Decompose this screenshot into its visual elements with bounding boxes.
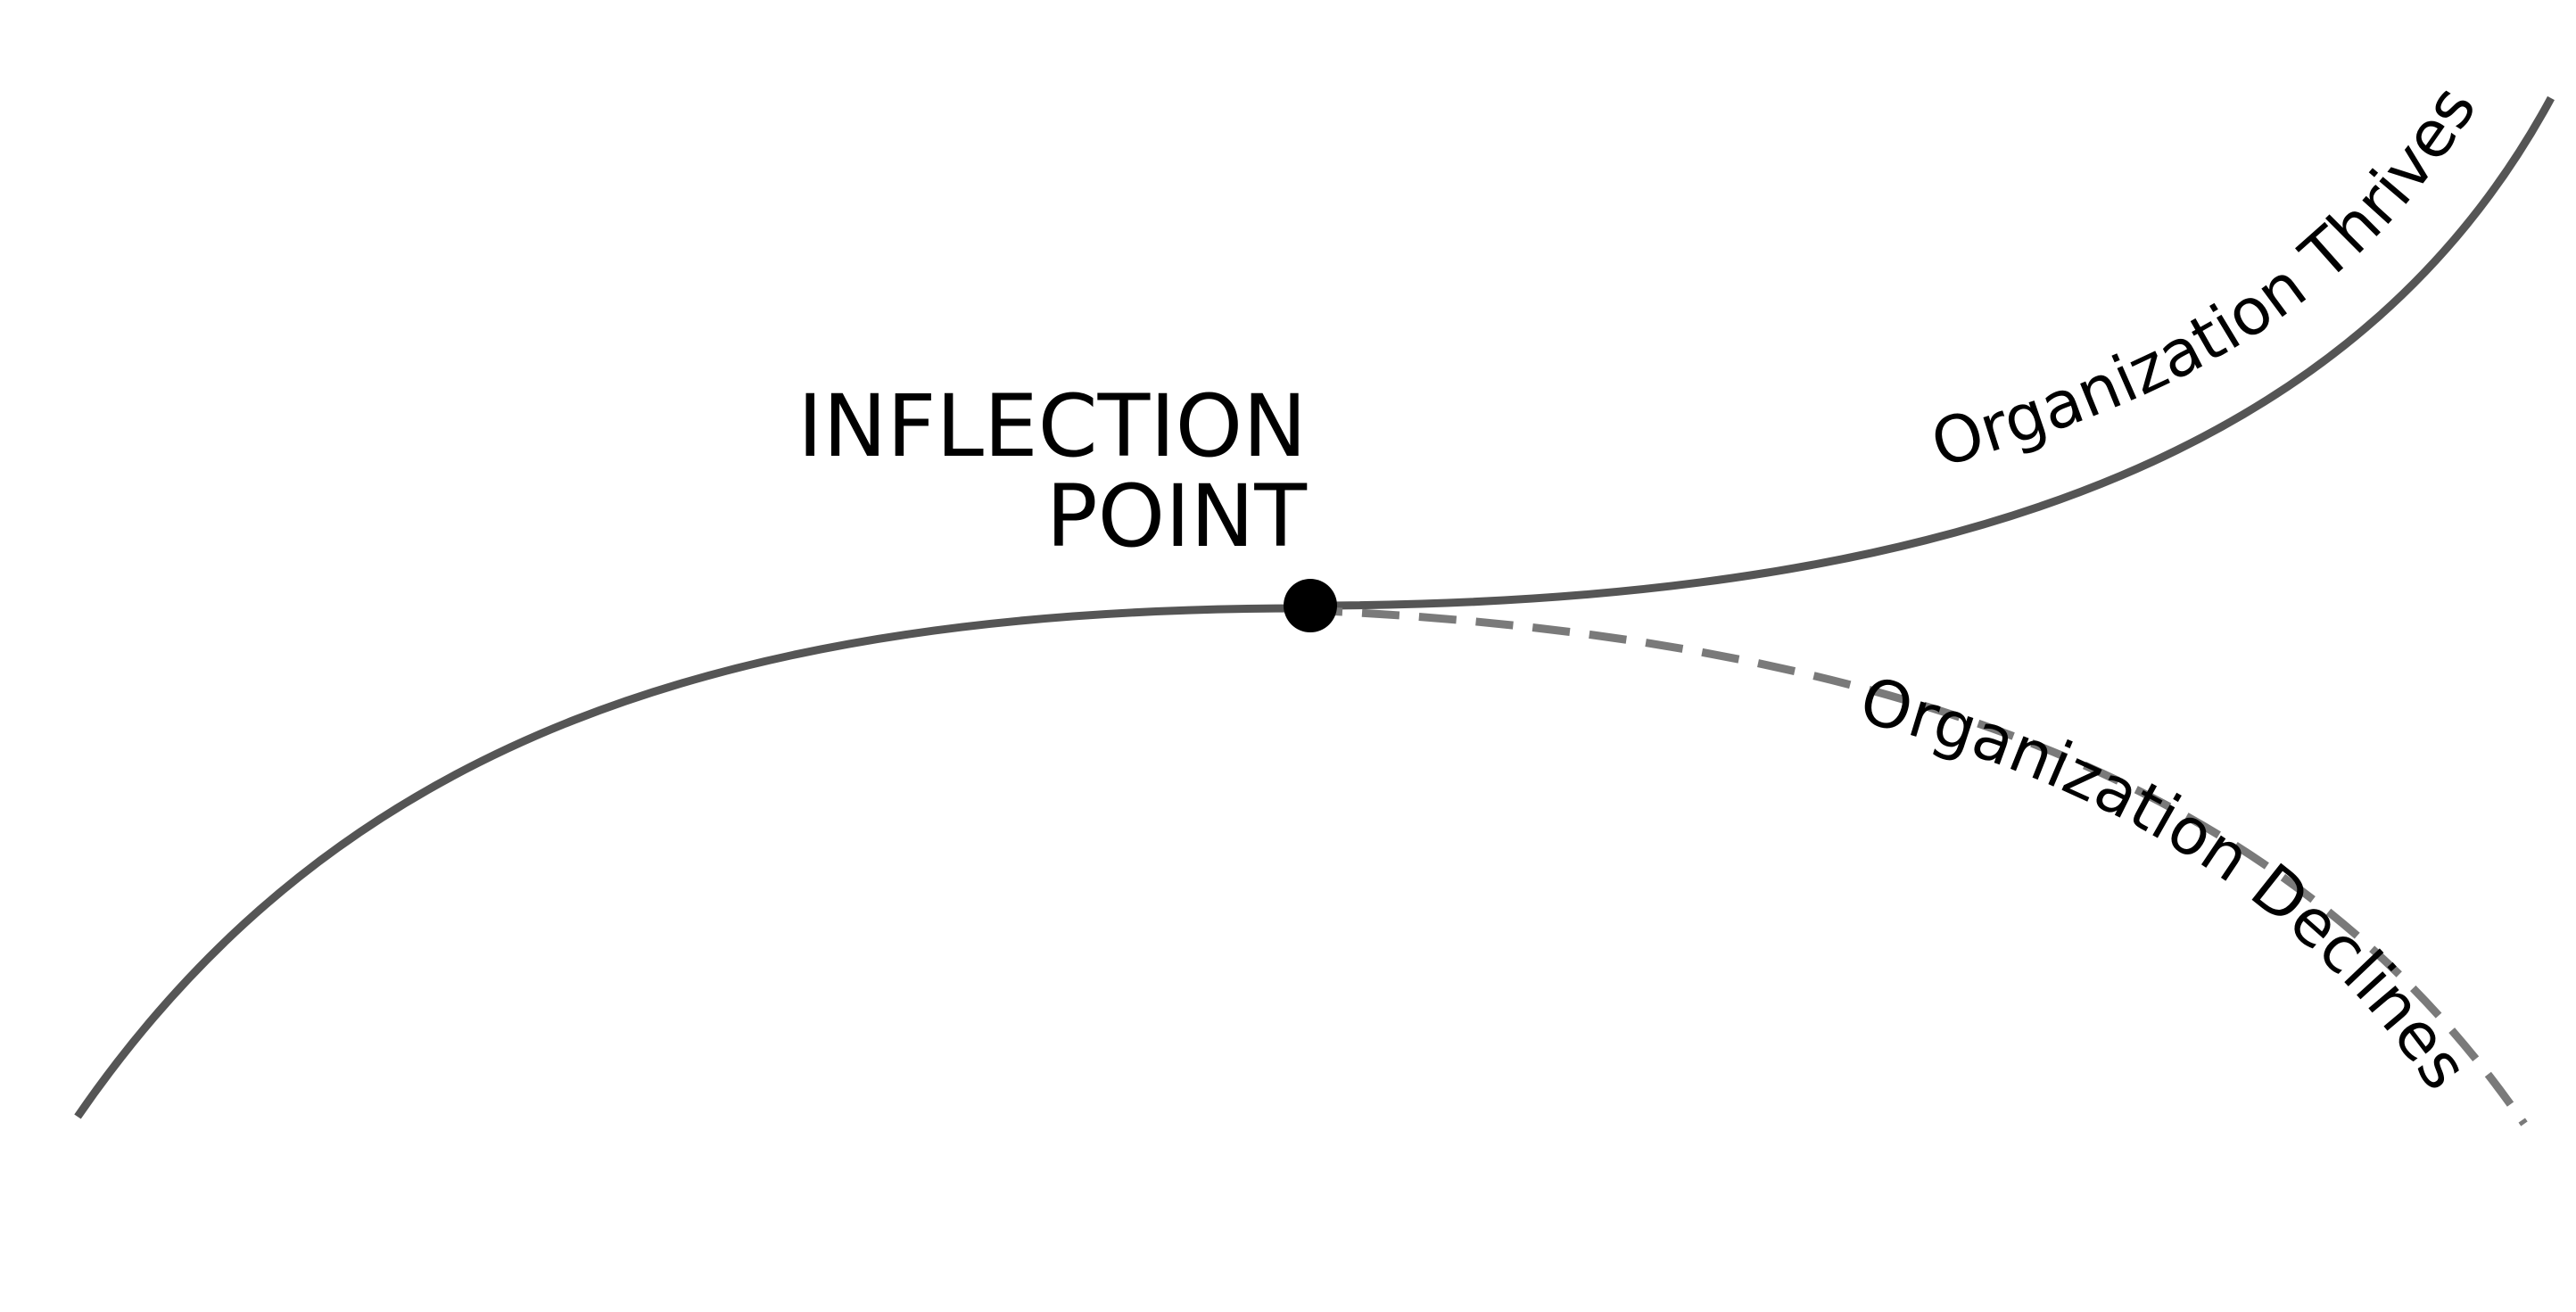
inflection-point-marker xyxy=(1284,579,1337,632)
declines-label-path-text: Organization Declines xyxy=(1853,662,2483,1102)
inflection-label-line1: INFLECTION xyxy=(797,376,1307,476)
thrives-label-path-text: Organization Thrives xyxy=(1923,72,2491,482)
inflection-label-line2: POINT xyxy=(1046,466,1308,566)
base-curve xyxy=(74,604,1306,1119)
thrives-curve xyxy=(1304,95,2555,610)
thrives-label: Organization Thrives xyxy=(1923,72,2491,482)
declines-label: Organization Declines xyxy=(1853,662,2483,1102)
declines-curve xyxy=(1304,606,2528,1126)
